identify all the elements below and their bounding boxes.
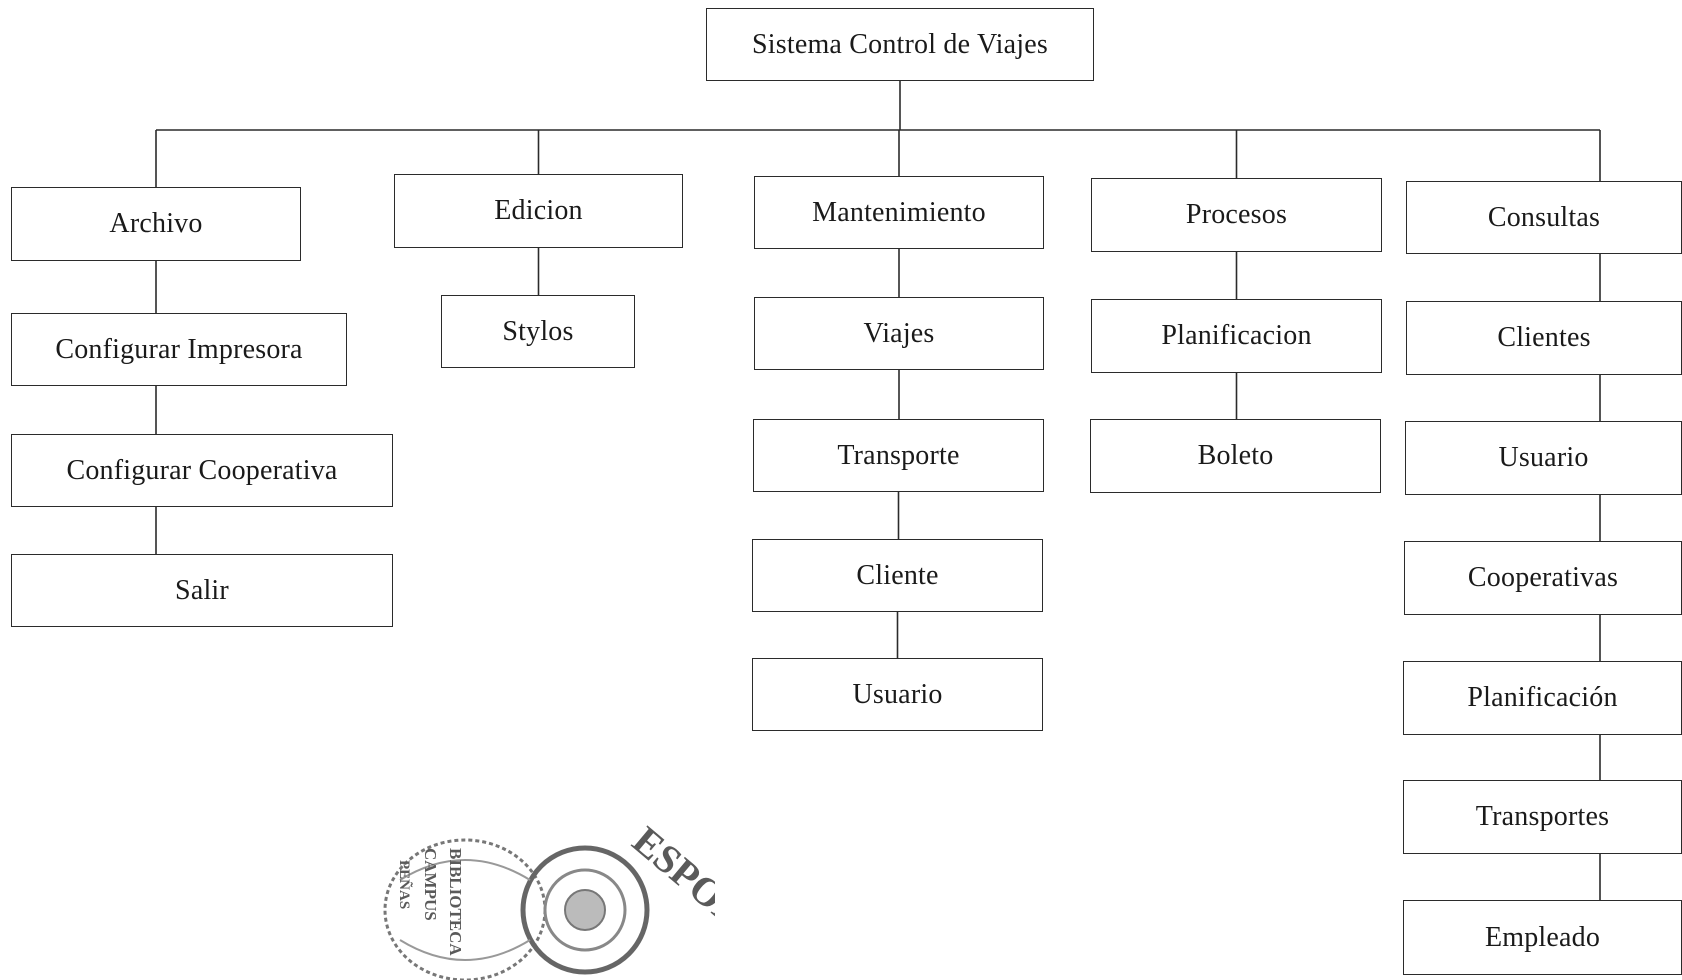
svg-text:PEÑAS: PEÑAS	[396, 860, 414, 909]
svg-text:BIBLIOTECA: BIBLIOTECA	[446, 848, 465, 956]
svg-text:CAMPUS: CAMPUS	[421, 848, 440, 921]
branch-node-consultas: Consultas	[1406, 181, 1682, 254]
child-node-usuario: Usuario	[752, 658, 1043, 731]
child-node-transportes: Transportes	[1403, 780, 1682, 854]
child-node-configurar-cooperativa: Configurar Cooperativa	[11, 434, 393, 507]
child-node-salir: Salir	[11, 554, 393, 627]
child-node-cooperativas: Cooperativas	[1404, 541, 1682, 615]
child-node-empleado: Empleado	[1403, 900, 1682, 975]
child-node-transporte: Transporte	[753, 419, 1044, 492]
branch-node-edicion: Edicion	[394, 174, 683, 248]
child-node-configurar-impresora: Configurar Impresora	[11, 313, 347, 386]
child-node-usuario-consultas: Usuario	[1405, 421, 1682, 495]
branch-node-archivo: Archivo	[11, 187, 301, 261]
child-node-stylos: Stylos	[441, 295, 635, 368]
child-node-viajes: Viajes	[754, 297, 1044, 370]
child-node-clientes: Clientes	[1406, 301, 1682, 375]
child-node-boleto: Boleto	[1090, 419, 1381, 493]
branch-node-procesos: Procesos	[1091, 178, 1382, 252]
child-node-planificacion: Planificacion	[1091, 299, 1382, 373]
child-node-cliente: Cliente	[752, 539, 1043, 612]
library-stamp-seal: ESPOL BIBLIOTECA CAMPUS PEÑAS	[383, 820, 715, 980]
branch-node-mantenimiento: Mantenimiento	[754, 176, 1044, 249]
root-node: Sistema Control de Viajes	[706, 8, 1094, 81]
child-node-planificacion-consultas: Planificación	[1403, 661, 1682, 735]
